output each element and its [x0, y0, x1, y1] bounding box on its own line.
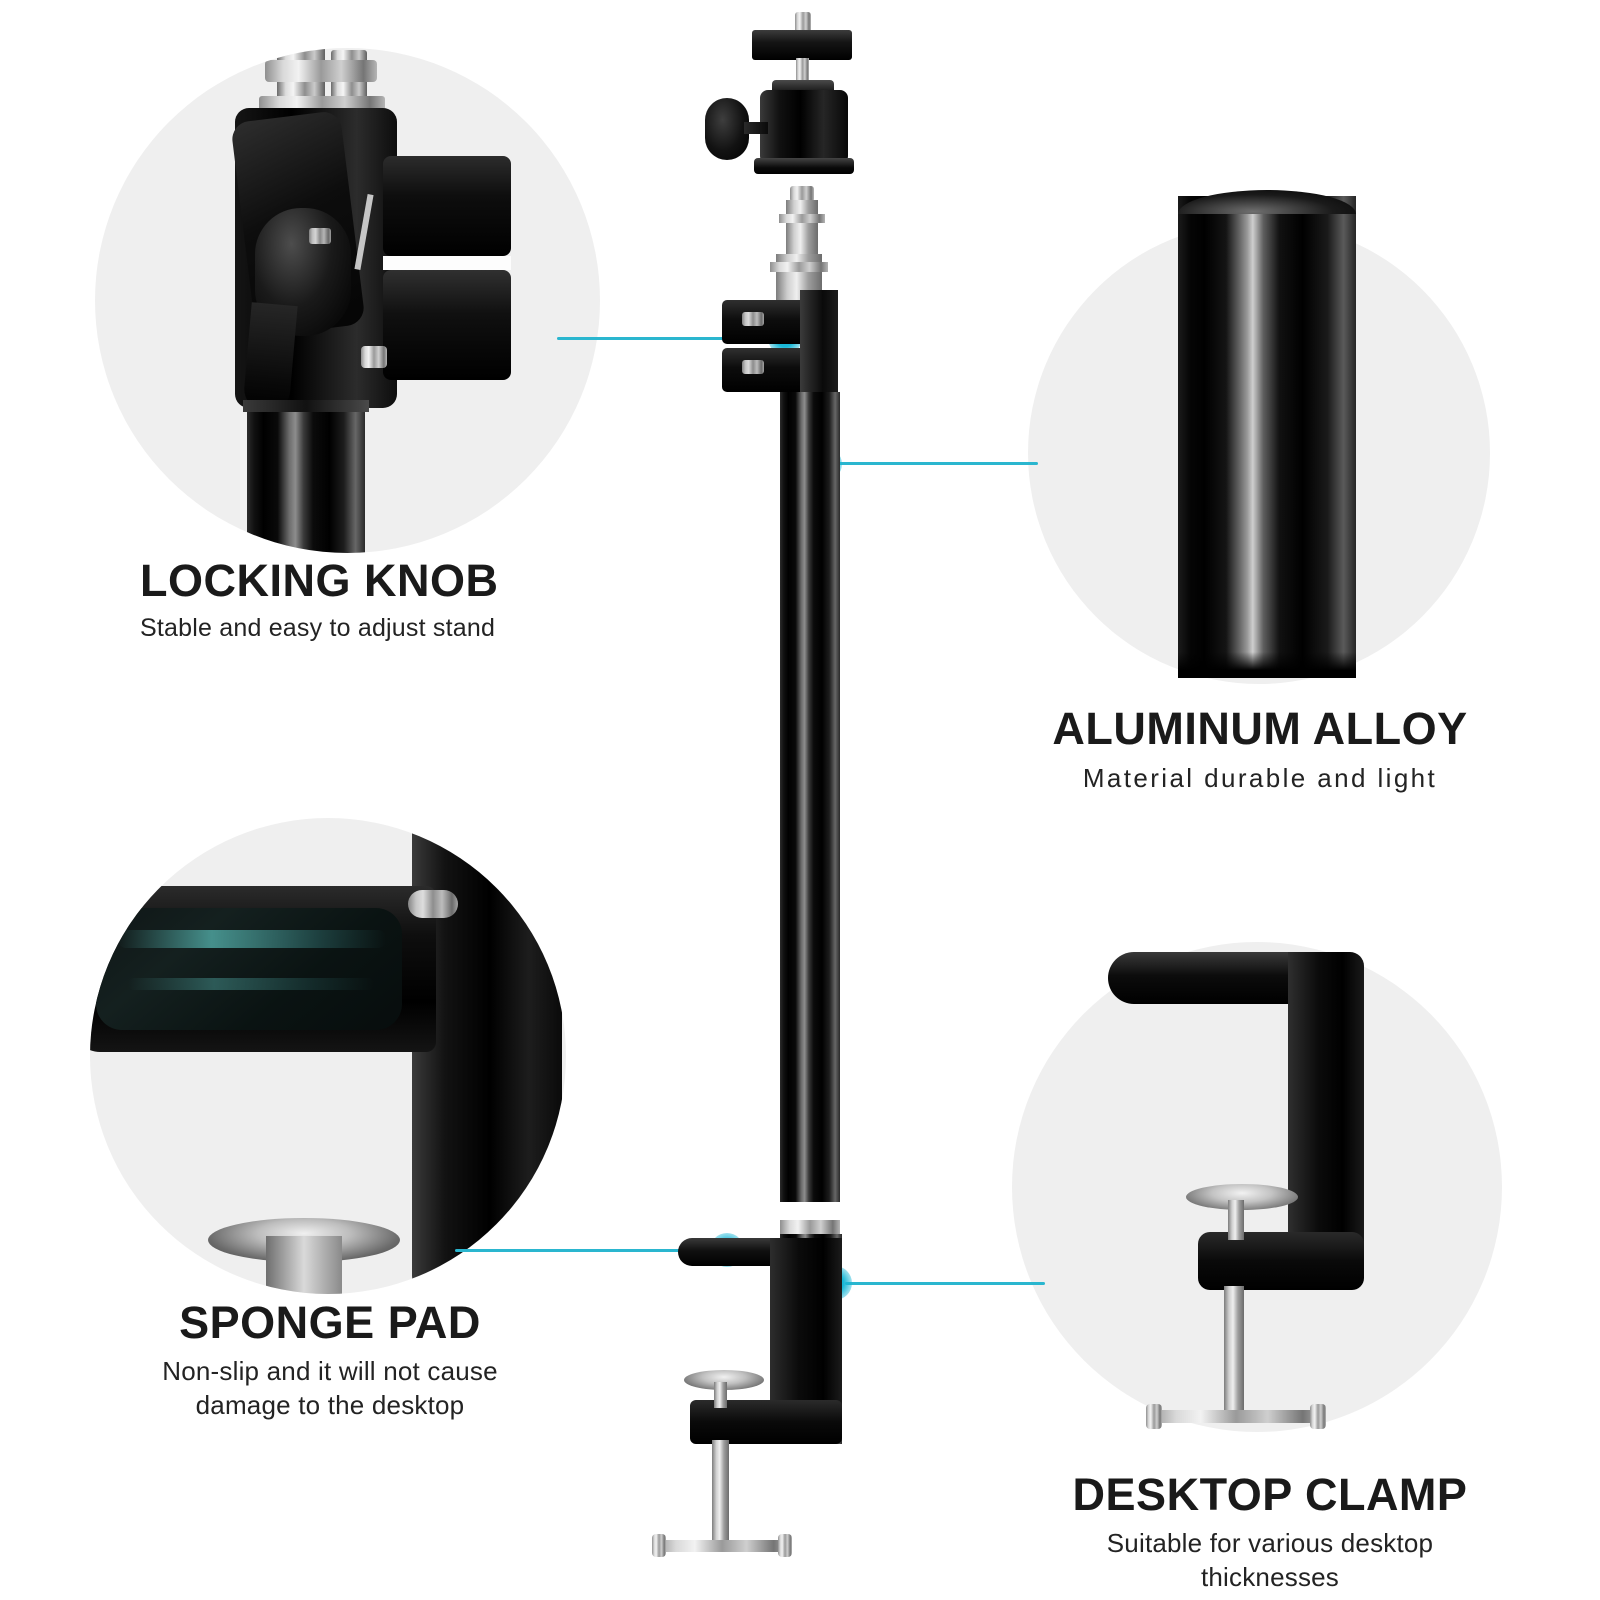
spigot-screw: [790, 186, 814, 202]
sponge-pad-caption: SPONGE PAD Non-slip and it will not caus…: [70, 1300, 590, 1421]
sponge-pad-detail-icon: [90, 818, 566, 1294]
upper-pole: [780, 392, 840, 1202]
stand-clamp-rod: [712, 1440, 729, 1548]
locking-knob-callout-line: [557, 337, 789, 340]
aluminum-alloy-subtitle: Material durable and light: [1082, 762, 1438, 793]
desktop-clamp-title: DESKTOP CLAMP: [1072, 1469, 1468, 1520]
desktop-clamp-caption: DESKTOP CLAMP Suitable for various deskt…: [1000, 1472, 1540, 1593]
locking-knob-caption: LOCKING KNOB Stable and easy to adjust s…: [140, 558, 499, 643]
pole-joint-ring: [780, 1220, 840, 1234]
locking-knob-title: LOCKING KNOB: [140, 555, 499, 606]
sponge-pad-callout-line: [455, 1249, 730, 1252]
desktop-clamp-callout-line: [845, 1282, 1045, 1285]
aluminum-alloy-callout-line: [838, 462, 1038, 465]
ball-head-knob: [705, 98, 749, 160]
spigot-shaft: [786, 200, 818, 258]
stand-clamp-bottom-arm: [690, 1400, 842, 1444]
sponge-pad-title: SPONGE PAD: [179, 1297, 481, 1348]
ball-head-body: [760, 90, 848, 164]
sponge-pad-subtitle-line-2: damage to the desktop: [195, 1389, 465, 1420]
locking-knob-detail-icon: [95, 48, 600, 553]
desktop-clamp-subtitle-line-1: Suitable for various desktop: [1106, 1527, 1434, 1558]
locking-knob-subtitle: Stable and easy to adjust stand: [140, 613, 496, 642]
sponge-pad-subtitle-line-1: Non-slip and it will not cause: [162, 1355, 498, 1386]
stand-clamp-pad: [684, 1370, 764, 1390]
quick-release-plate: [752, 30, 852, 60]
ball-head-base: [754, 158, 854, 174]
stand-clamp-handle: [654, 1540, 790, 1552]
aluminum-alloy-caption: ALUMINUM ALLOY Material durable and ligh…: [1000, 706, 1520, 795]
desktop-clamp-subtitle-line-2: thicknesses: [1200, 1561, 1340, 1592]
quick-release-screw: [795, 12, 811, 34]
aluminum-alloy-title: ALUMINUM ALLOY: [1052, 703, 1468, 754]
